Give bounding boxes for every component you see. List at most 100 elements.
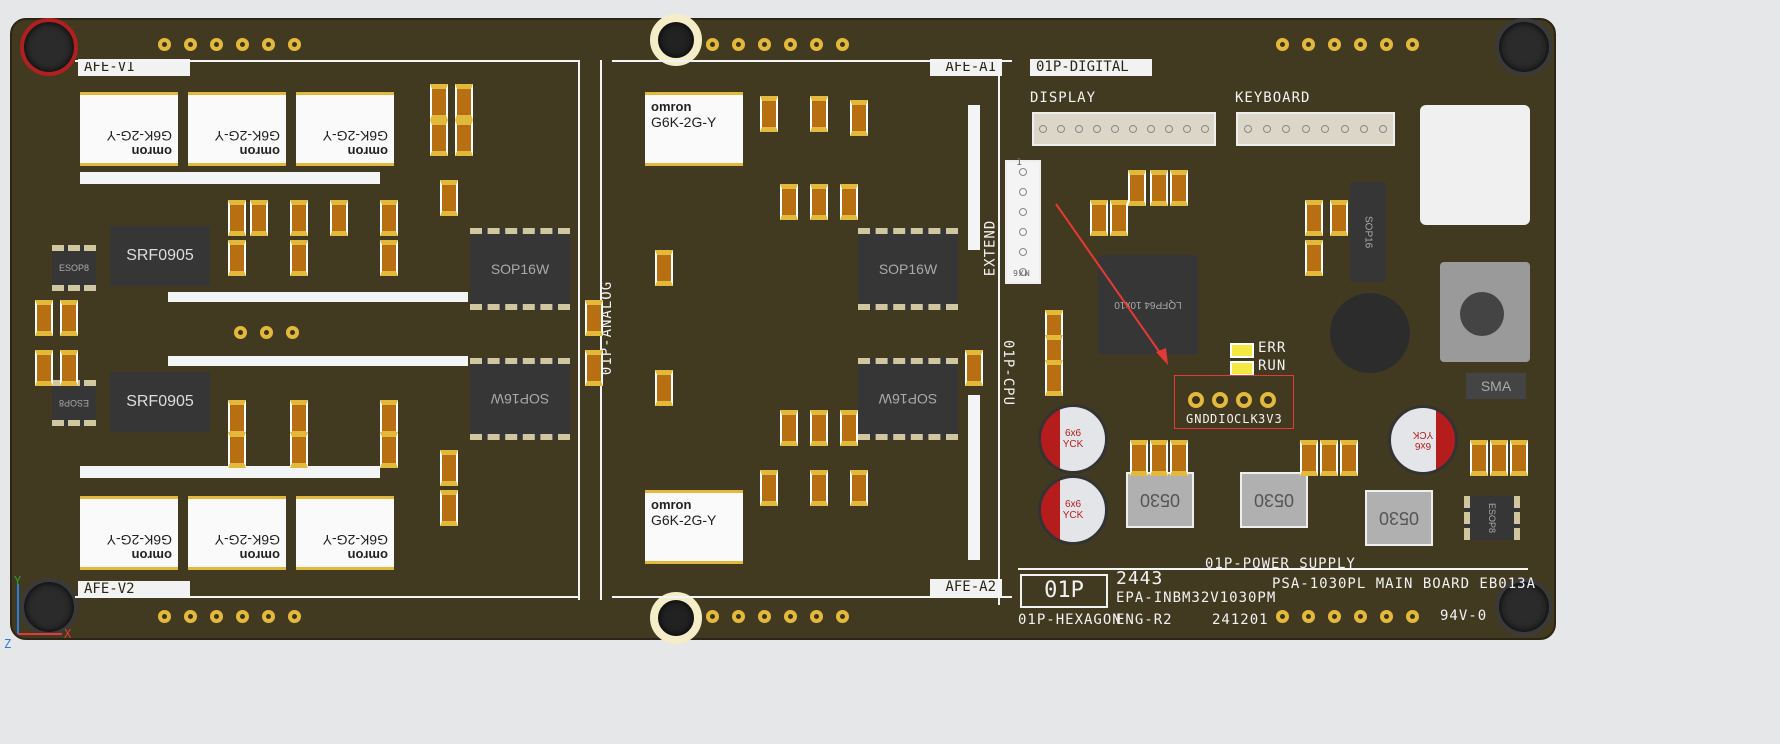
smd-component — [655, 370, 673, 406]
pad — [210, 38, 223, 51]
pad — [1276, 610, 1289, 623]
keyboard-connector[interactable] — [1236, 112, 1395, 146]
smd-component — [380, 200, 398, 236]
smd-component — [760, 470, 778, 506]
mounting-hole — [20, 18, 78, 76]
pin1-mark: 1 — [1016, 157, 1024, 168]
pad — [236, 610, 249, 623]
mounting-hole — [650, 592, 702, 644]
label-afe-v1: AFE-V1 — [78, 59, 190, 76]
smd-component — [440, 180, 458, 216]
label-afe-v2: AFE-V2 — [78, 581, 190, 598]
display-connector[interactable] — [1032, 112, 1216, 146]
smd-component — [585, 350, 603, 386]
smd-component — [850, 470, 868, 506]
axis-y: Y — [14, 574, 23, 588]
relay-brand: omron — [347, 144, 388, 159]
relay-brand: omron — [651, 99, 692, 114]
smd-component — [1110, 200, 1128, 236]
pad — [1406, 38, 1419, 51]
relay-brand: omron — [131, 144, 172, 159]
smd-component — [810, 96, 828, 132]
pad — [1302, 38, 1315, 51]
sop16w-3: SOP16W — [858, 228, 958, 310]
build-code: 241201 — [1212, 612, 1269, 628]
swd-pin-label: GND — [1186, 412, 1211, 426]
smd-component — [290, 432, 308, 468]
smd-component — [1340, 440, 1358, 476]
logo-hexagon: 01P — [1020, 574, 1108, 608]
swd-pin-label: 3V3 — [1258, 412, 1283, 426]
relay-model: G6K-2G-Y — [214, 532, 280, 548]
swd-pad — [1236, 392, 1252, 408]
sop16w-4: SOP16W — [858, 358, 958, 440]
pad — [1380, 610, 1393, 623]
pad — [732, 610, 745, 623]
smd-component — [290, 240, 308, 276]
smd-component — [760, 96, 778, 132]
smd-component — [290, 200, 308, 236]
smd-component — [380, 400, 398, 436]
silk-line — [612, 596, 1012, 598]
smd-component — [380, 432, 398, 468]
pad — [1354, 610, 1367, 623]
pad — [260, 326, 273, 339]
label-extend: EXTEND — [982, 219, 999, 277]
silk-line — [75, 60, 580, 62]
mounting-hole — [1495, 578, 1553, 636]
pad — [210, 610, 223, 623]
esop8-3: ESOP8 — [1464, 496, 1520, 540]
smd-component — [965, 350, 983, 386]
silk-line — [578, 60, 580, 600]
esop8-2: ESOP8 — [52, 380, 96, 426]
pad — [158, 38, 171, 51]
pad — [784, 610, 797, 623]
label-hexagon: 01P-HEXAGON — [1018, 612, 1122, 628]
smd-component — [440, 490, 458, 526]
mounting-hole — [1495, 18, 1553, 76]
relay-model: G6K-2G-Y — [322, 128, 388, 144]
smd-component — [228, 400, 246, 436]
swd-pin-label: CLK — [1234, 412, 1259, 426]
pad — [288, 610, 301, 623]
relay-model: G6K-2G-Y — [214, 128, 280, 144]
relay-model: G6K-2G-Y — [651, 512, 717, 528]
inductor: 0530 — [1365, 490, 1433, 546]
smd-component — [228, 240, 246, 276]
pad — [1380, 38, 1393, 51]
smd-component — [1150, 170, 1168, 206]
silk-line — [612, 60, 1012, 62]
label-run: RUN — [1258, 358, 1287, 374]
smd-component — [455, 84, 473, 120]
pad — [810, 38, 823, 51]
silk-line — [998, 60, 1000, 605]
smd-component — [60, 300, 78, 336]
pad — [286, 326, 299, 339]
smd-component — [1128, 170, 1146, 206]
smd-component — [455, 120, 473, 156]
date-code: 2443 — [1116, 568, 1164, 589]
err-led — [1230, 343, 1254, 358]
label-display: DISPLAY — [1030, 90, 1097, 106]
inductor: 0530 — [1126, 472, 1194, 528]
silk-line — [1018, 568, 1528, 570]
pad — [810, 610, 823, 623]
electrolytic-cap: 6x6 YCK — [1038, 475, 1108, 545]
label-afe-a2: AFE-A2 — [930, 579, 1002, 596]
smd-component — [1170, 170, 1188, 206]
smd-component — [35, 300, 53, 336]
smd-component — [60, 350, 78, 386]
relay-model: G6K-2G-Y — [322, 532, 388, 548]
relay-brand: omron — [347, 548, 388, 563]
pad — [732, 38, 745, 51]
pad — [706, 610, 719, 623]
smd-component — [840, 410, 858, 446]
relay-brand: omron — [131, 548, 172, 563]
extend-connector[interactable] — [1005, 160, 1041, 284]
smd-component — [430, 84, 448, 120]
